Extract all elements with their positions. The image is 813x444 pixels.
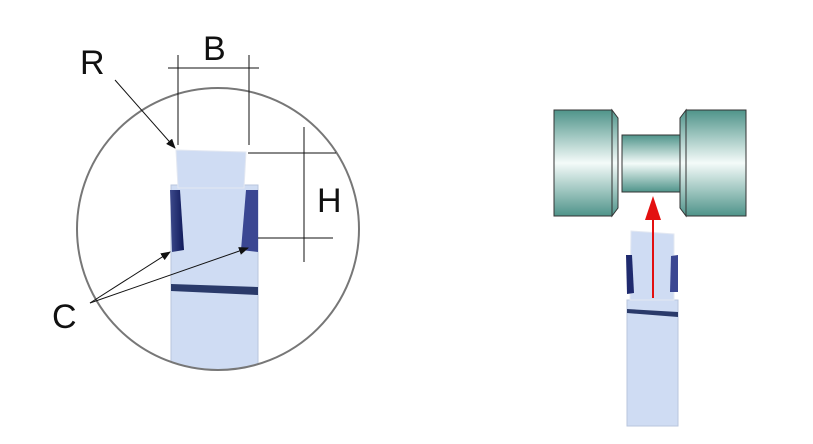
workpiece <box>553 108 747 218</box>
detail-view: R B H C <box>52 30 360 371</box>
label-h: H <box>317 182 342 220</box>
feed-arrow-head <box>645 196 661 220</box>
chip-breaker-right <box>241 190 258 252</box>
label-r: R <box>80 44 105 82</box>
chip-breaker-left <box>170 190 184 252</box>
groove-line <box>171 284 258 295</box>
tool-tip <box>175 149 247 189</box>
tool-body-right <box>626 299 679 427</box>
operation-view <box>553 108 747 427</box>
label-c: C <box>52 298 77 336</box>
chip-breaker-right-right <box>670 255 678 292</box>
tool-body <box>170 184 259 370</box>
chip-breaker-left-right <box>626 255 634 294</box>
label-b: B <box>203 30 226 68</box>
groove-line-right <box>627 309 678 317</box>
detail-circle <box>76 87 360 371</box>
dimension-lines <box>89 55 336 304</box>
